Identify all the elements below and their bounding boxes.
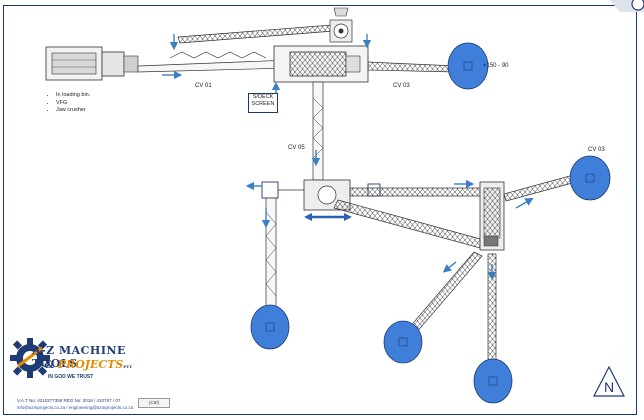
conveyor-cv05 <box>312 81 324 181</box>
secondary-screen <box>479 181 505 251</box>
conveyor-diagonal-right <box>333 199 485 249</box>
ampersand: & <box>44 358 54 371</box>
screen-label-line1: S/DECK <box>252 94 274 100</box>
stockpile <box>473 358 513 404</box>
company-name-line2: & PROJECTSPTY <box>44 358 132 371</box>
north-label: N <box>604 379 614 395</box>
note-item: VFG <box>56 100 90 108</box>
gear-icon <box>10 338 50 378</box>
stockpile <box>447 42 489 90</box>
triple-deck-screen <box>273 45 369 83</box>
vat-registration: V.A.T No: 4210277358 REG No: 2016 / 4107… <box>17 398 121 403</box>
screen-label-line2: SCREEN <box>251 101 275 107</box>
company-name-line1: A-Z MACHINE TOOLS <box>32 344 126 370</box>
flow-arrow <box>442 261 457 273</box>
jaw-crusher <box>45 46 139 81</box>
screen-label-box: S/DECK SCREEN <box>248 93 278 113</box>
stockpile-discharge <box>463 61 473 71</box>
note-item: Jaw crusher <box>56 107 90 115</box>
conveyor-cv03-top <box>367 61 457 73</box>
paste-options-button[interactable]: (Ctrl) <box>138 398 170 408</box>
conveyor-left-down <box>265 197 277 321</box>
label-cv05: CV 05 <box>288 145 305 151</box>
conveyor-top-diagonal <box>177 7 353 44</box>
label-cv03-top: CV 03 <box>393 83 410 89</box>
note-item: In loading bin. <box>56 92 90 100</box>
company-tagline: IN GOD WE TRUST <box>48 374 94 380</box>
conveyor-horizontal-right <box>349 187 483 197</box>
north-arrow-icon: N <box>593 365 625 397</box>
stockpile-discharge <box>488 376 498 386</box>
stockpile <box>569 155 611 201</box>
company-logo: A-Z MACHINE TOOLS & PROJECTSPTY IN GOD W… <box>8 330 168 392</box>
conveyor-cv01 <box>137 51 291 73</box>
stockpile <box>383 320 423 364</box>
shuttle-double-arrow <box>304 213 352 221</box>
label-size-fraction: +150 - 90 <box>483 63 509 69</box>
flow-arrows <box>162 34 534 281</box>
stockpile-discharge <box>585 173 595 183</box>
flow-arrow <box>515 197 534 209</box>
stockpile-discharge <box>398 337 408 347</box>
stockpiles <box>250 42 611 404</box>
stockpile <box>250 304 290 350</box>
company-projects: PROJECTS <box>57 358 124 371</box>
contact-email: info@azmprojects.co.za / engineering@azm… <box>17 405 134 410</box>
company-suffix: PTY <box>123 364 133 369</box>
drawing-border <box>3 5 637 415</box>
label-cv03-right: CV 03 <box>588 147 605 153</box>
label-cv01: CV 01 <box>195 83 212 89</box>
equipment-notes: In loading bin. VFG Jaw crusher <box>46 92 90 115</box>
stockpile-discharge <box>265 322 275 332</box>
